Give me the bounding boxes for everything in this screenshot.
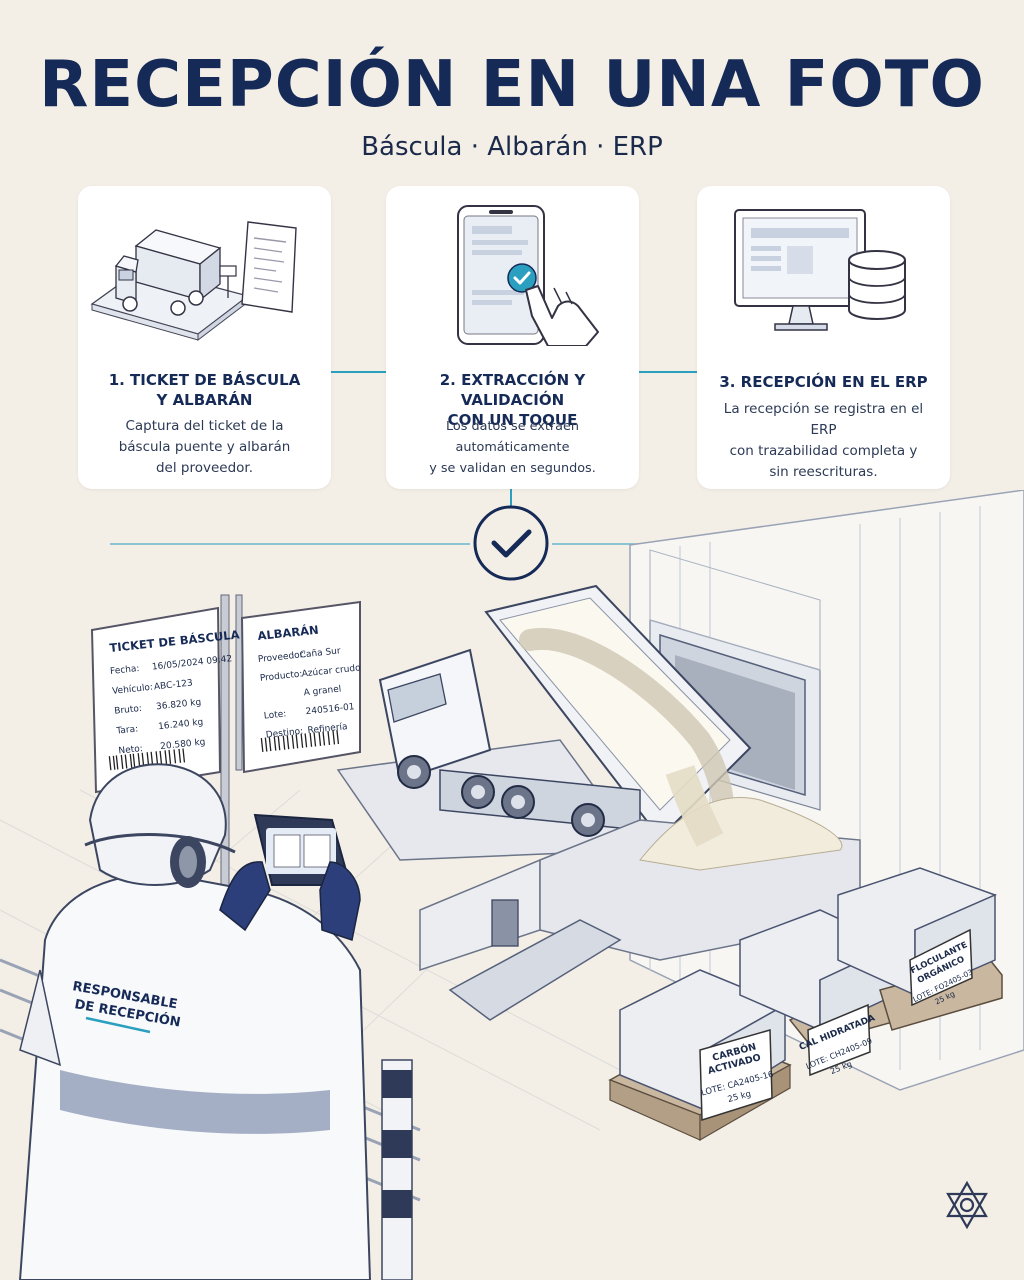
ticket-row-label: Bruto: (114, 704, 143, 717)
step-card-1: 1. TICKET DE BÁSCULA Y ALBARÁN Captura d… (78, 186, 331, 489)
reception-scene: TICKET DE BÁSCULA Fecha:16/05/2024 09:42… (0, 490, 1024, 1280)
pallet-3: FLOCULANTE ORGÁNICO LOTE: FO2405-03 25 k… (837, 867, 1003, 1031)
albaran-row-label: Lote: (263, 709, 286, 721)
worker: RESPONSABLE DE RECEPCIÓN (18, 763, 372, 1280)
step-2-title: 2. EXTRACCIÓN Y VALIDACIÓN CON UN TOQUE (439, 371, 586, 429)
phone-icon (457, 205, 545, 345)
step-2-text: Los datos se extraen automáticamente y s… (429, 419, 596, 476)
step-card-3: 3. RECEPCIÓN EN EL ERP La recepción se r… (697, 186, 950, 489)
ticket-row-value: ABC-123 (154, 678, 194, 692)
hand-icon (525, 285, 599, 346)
page-title: RECEPCIÓN EN UNA FOTO (39, 48, 985, 122)
ticket-row-label: Fecha: (110, 664, 140, 677)
step-1-text: Captura del ticket de la báscula puente … (118, 418, 291, 476)
albaran-row-value: A granel (303, 684, 342, 698)
step-3-text: La recepción se registra en el ERP con t… (723, 401, 924, 480)
truck-icon (90, 229, 250, 342)
step-1-title: 1. TICKET DE BÁSCULA Y ALBARÁN (108, 371, 301, 409)
page-subtitle: Báscula · Albarán · ERP (361, 132, 663, 162)
logo-icon (946, 1180, 988, 1230)
ticket-row-label: Tara: (115, 724, 139, 736)
ticket-row-value: 16.240 kg (158, 718, 204, 733)
ticket-row-label: Neto: (118, 744, 143, 756)
ticket-sign: TICKET DE BÁSCULA Fecha:16/05/2024 09:42… (90, 606, 240, 794)
pallet-1: CARBÓN ACTIVADO LOTE: CA2405-16 25 kg (608, 969, 792, 1142)
albaran-title: ALBARÁN (257, 622, 320, 643)
pallet-stacks: CARBÓN ACTIVADO LOTE: CA2405-16 25 kg CA… (608, 867, 1003, 1142)
bollard (381, 1059, 413, 1280)
monitor-icon (734, 209, 866, 331)
albaran-row-label: Producto: (259, 669, 303, 683)
check-icon (507, 263, 537, 293)
albaran-sign: ALBARÁN Proveedor:Caña SurProducto:Azúca… (240, 600, 362, 774)
step-3-title: 3. RECEPCIÓN EN EL ERP (719, 373, 928, 391)
albaran-row-value: Caña Sur (299, 646, 341, 660)
ticket-row-value: 36.820 kg (156, 698, 202, 713)
step-card-2: 2. EXTRACCIÓN Y VALIDACIÓN CON UN TOQUE … (386, 186, 639, 489)
document-icon (241, 221, 297, 313)
ticket-row-label: Vehículo: (112, 683, 154, 697)
ticket-row-value: 20.580 kg (160, 737, 206, 752)
database-icon (848, 250, 906, 320)
